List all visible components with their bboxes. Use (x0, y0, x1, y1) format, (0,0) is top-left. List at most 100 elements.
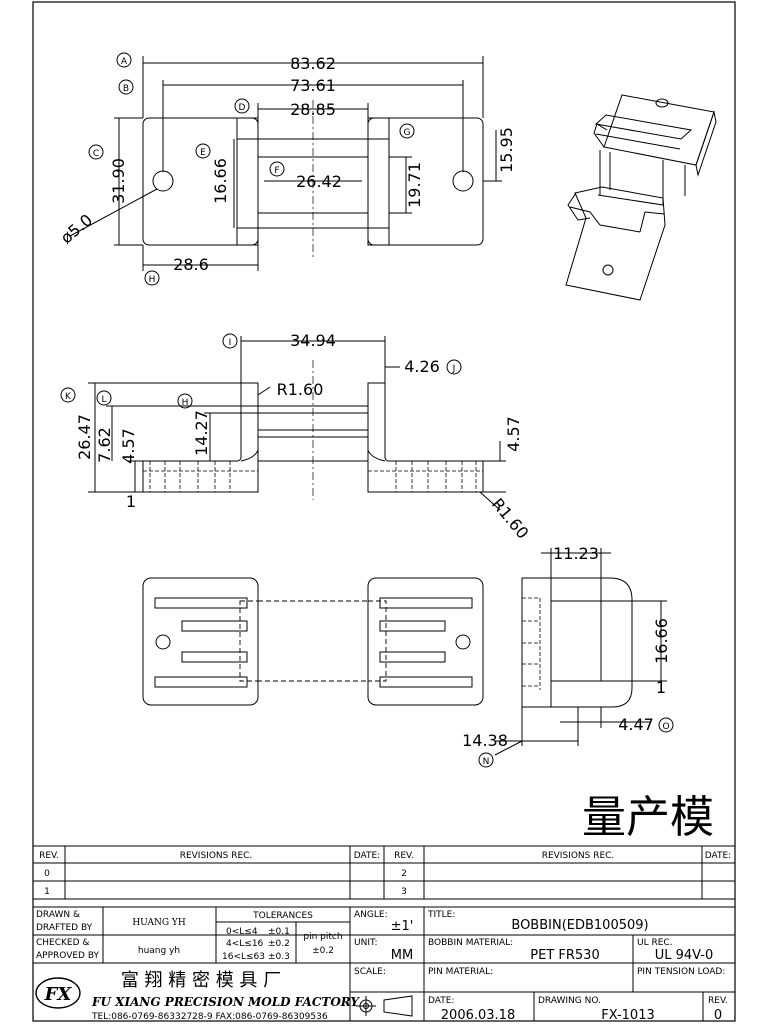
svg-text:B: B (123, 84, 129, 94)
rev-row-1-left: 1 (44, 887, 50, 897)
angle-value: ±1' (391, 919, 414, 934)
bottom-view (142, 577, 484, 706)
pin-tension-label: PIN TENSION LOAD: (637, 967, 725, 977)
balloon-n: N (478, 752, 494, 768)
dim-base-thk-left: 4.57 (119, 428, 138, 464)
date-header-right: DATE: (705, 851, 731, 861)
front-view-balloons: I J K L H (60, 333, 462, 409)
dim-width: 31.90 (109, 158, 128, 204)
balloon-a: A (116, 52, 132, 68)
tolerances-label: TOLERANCES (252, 911, 313, 921)
svg-text:H: H (149, 275, 156, 285)
drawn-label-1: DRAWN & (36, 910, 80, 920)
svg-text:D: D (239, 103, 246, 113)
title-block (33, 845, 735, 1021)
top-left-wall (236, 117, 259, 246)
tol-range-1: 4<L≤16 (226, 939, 264, 949)
rev-header-left: REV. (39, 851, 59, 861)
rev-label: REV. (708, 996, 728, 1006)
svg-text:A: A (121, 57, 128, 67)
svg-text:G: G (404, 128, 411, 138)
balloon-l: L (96, 390, 112, 406)
checked-label-1: CHECKED & (36, 938, 89, 948)
company-name-cn: 富 翔 精 密 模 具 厂 (121, 970, 281, 991)
left-mount-hole (152, 170, 174, 192)
balloon-h-front: H (177, 393, 193, 409)
dim-window-h: 16.66 (652, 618, 671, 664)
dim-window-height: 16.66 (211, 158, 230, 204)
isometric-view (565, 94, 717, 301)
svg-text:J: J (452, 364, 456, 374)
right-mount-hole (452, 170, 474, 192)
svg-text:E: E (200, 148, 206, 158)
dim-wall: 4.47 (618, 715, 654, 734)
pin-pitch-label: pin pitch (303, 932, 342, 942)
balloon-i: I (222, 333, 238, 349)
title-value: BOBBIN(EDB100509) (511, 918, 648, 933)
date-label: DATE: (428, 996, 454, 1006)
angle-label: ANGLE: (354, 910, 388, 920)
ul-rec-label: UL REC. (637, 938, 673, 948)
svg-text:F: F (274, 166, 279, 176)
date-header-left: DATE: (354, 851, 380, 861)
checked-label-2: APPROVED BY (36, 951, 100, 961)
balloon-h: H (144, 270, 160, 286)
tol-value-2: ±0.3 (268, 952, 290, 962)
company-area: FX 富 翔 精 密 模 具 厂 FU XIANG PRECISION MOLD… (35, 970, 360, 1022)
info-cells: ANGLE: ±1' UNIT: MM SCALE: TITLE: BOBBIN… (354, 910, 728, 1023)
dim-core-width: 19.71 (405, 162, 424, 208)
dim-core-height: 14.27 (192, 410, 211, 456)
company-logo: FX (35, 977, 81, 1009)
balloon-b: B (118, 79, 134, 95)
approval-cells: DRAWN & DRAFTED BY HUANG YH CHECKED & AP… (36, 910, 343, 962)
status-stamp: 量产模 (582, 792, 714, 843)
revisions-header-left: REVISIONS REC. (180, 851, 253, 861)
dim-side-tick: 1 (656, 678, 666, 697)
date-value: 2006.03.18 (441, 1008, 515, 1023)
tol-range-2: 16<L≤63 (222, 952, 265, 962)
rev-row-1-right: 3 (401, 887, 407, 897)
balloon-d: D (234, 98, 250, 114)
svg-text:O: O (662, 722, 669, 732)
unit-label: UNIT: (354, 938, 378, 948)
dim-flange-offset: 28.6 (173, 255, 209, 274)
balloon-j: J (446, 359, 462, 375)
revision-table: REV. REVISIONS REC. DATE: REV. REVISIONS… (39, 851, 731, 897)
svg-text:I: I (229, 338, 232, 348)
balloon-e: E (195, 143, 211, 159)
dim-step: 7.62 (95, 427, 114, 463)
balloon-f: F (269, 161, 285, 177)
rev-row-0-right: 2 (401, 869, 407, 879)
top-view (69, 56, 502, 271)
revisions-header-right: REVISIONS REC. (542, 851, 615, 861)
checked-by: huang yh (138, 946, 180, 956)
svg-text:H: H (182, 398, 189, 408)
balloon-o: O (658, 717, 674, 733)
drawn-label-2: DRAFTED BY (36, 923, 93, 933)
title-label: TITLE: (427, 910, 455, 920)
dim-overall-length: 83.62 (290, 54, 336, 73)
dim-right-height: 15.95 (497, 127, 516, 173)
scale-label: SCALE: (354, 967, 386, 977)
rev-header-right: REV. (394, 851, 414, 861)
dim-hole-dia: ø5.0 (57, 210, 96, 247)
balloon-g: G (399, 123, 415, 139)
svg-text:FX: FX (44, 984, 73, 1005)
dim-radius-bottom: R1.60 (488, 494, 533, 542)
dim-base-thk-right: 4.57 (504, 416, 523, 452)
svg-text:K: K (65, 392, 72, 402)
tol-value-1: ±0.2 (268, 939, 290, 949)
drawing-border (32, 1, 736, 1022)
ul-rec-value: UL 94V-0 (655, 948, 714, 963)
bobbin-material-label: BOBBIN MATERIAL: (428, 938, 513, 948)
dim-window-width: 28.85 (290, 100, 336, 119)
dim-base-w: 14.38 (462, 731, 508, 750)
dim-flange-thk: 4.26 (404, 357, 440, 376)
side-view-dimensions: 11.23 16.66 1 4.47 14.38 (462, 544, 671, 750)
drawing-no-label: DRAWING NO. (538, 996, 601, 1006)
top-right-wall (367, 117, 390, 246)
dim-hole-pitch: 73.61 (290, 76, 336, 95)
dim-slot-length: 26.42 (296, 172, 342, 191)
front-view (88, 336, 506, 511)
